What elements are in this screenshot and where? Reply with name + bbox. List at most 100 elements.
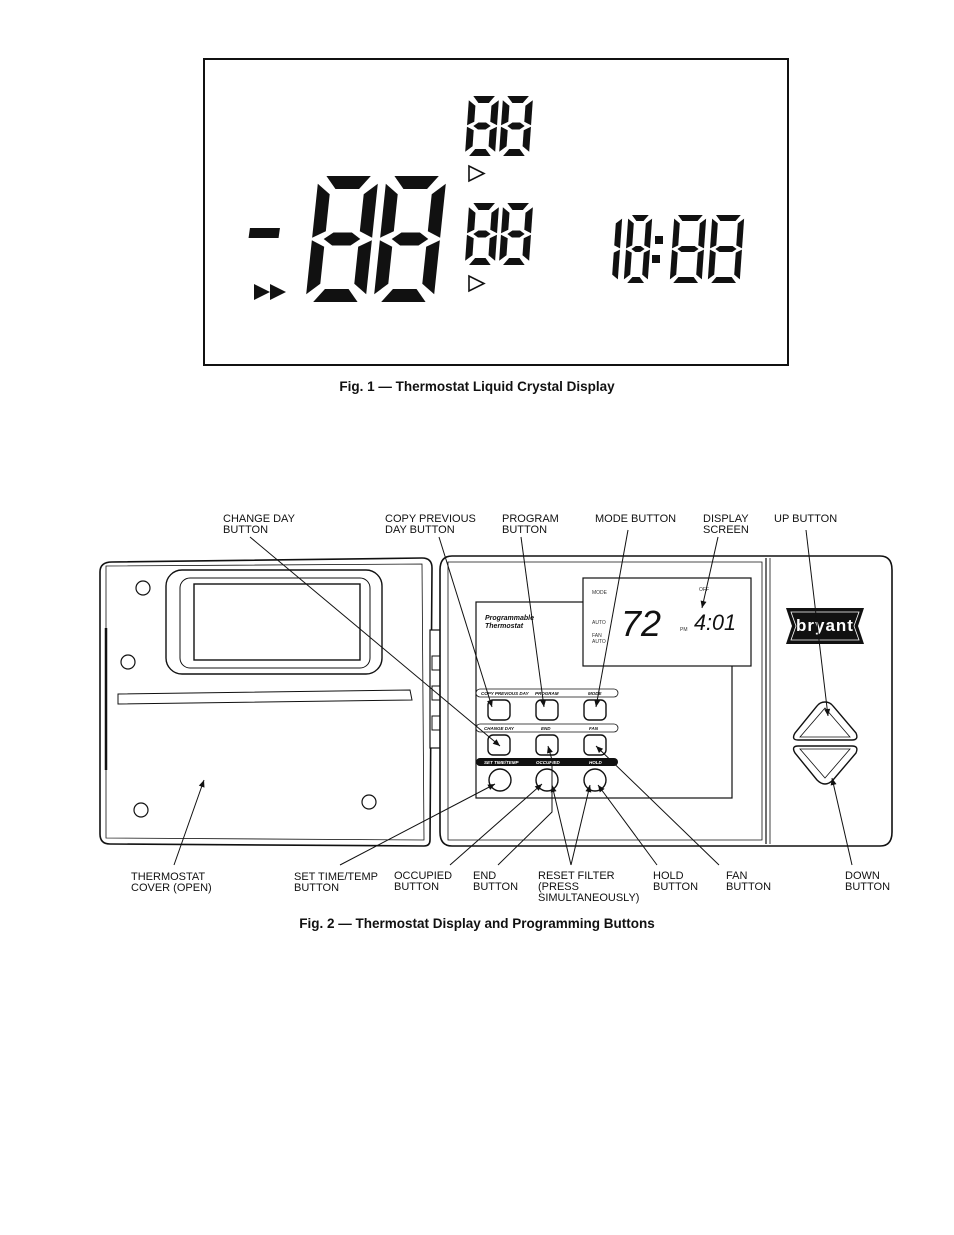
screen-mode-label: MODE bbox=[592, 590, 608, 596]
lcd-segment bbox=[673, 277, 699, 283]
down-button[interactable] bbox=[792, 745, 858, 785]
lcd-segment bbox=[644, 218, 653, 249]
arrowhead bbox=[700, 600, 707, 608]
lcd-segment bbox=[710, 218, 718, 249]
callout-change-day: CHANGE DAY BUTTON bbox=[223, 513, 295, 536]
end-button[interactable] bbox=[535, 734, 559, 756]
lcd-segment bbox=[503, 149, 525, 156]
lcd-minus-sign bbox=[248, 228, 280, 238]
arrowhead bbox=[824, 708, 831, 716]
copy-previous-day-button[interactable] bbox=[487, 699, 511, 721]
up-button[interactable] bbox=[792, 701, 858, 741]
cover-screw-hole bbox=[361, 794, 377, 810]
leader-lines bbox=[173, 529, 853, 866]
lcd-segment bbox=[490, 100, 499, 126]
screen-auto-label: AUTO bbox=[592, 620, 606, 626]
lcd-segment bbox=[627, 277, 645, 283]
lcd-segment bbox=[490, 207, 499, 234]
lcd-segment bbox=[488, 126, 497, 152]
callout-mode: MODE BUTTON bbox=[595, 513, 677, 525]
lcd-segment bbox=[623, 249, 632, 280]
screen-fan-label: FAN bbox=[592, 633, 602, 639]
bryant-logo: bryant bbox=[786, 608, 864, 644]
arrowhead bbox=[540, 699, 547, 707]
lcd-segment bbox=[696, 249, 704, 280]
thermostat-figure: MODE OFF AUTO FAN AUTO 72 PM 4:01 Progra… bbox=[99, 529, 893, 866]
lcd-segment bbox=[677, 246, 699, 252]
lcd-figure bbox=[203, 58, 789, 366]
callout-occupied: OCCUPIED BUTTON bbox=[394, 870, 453, 893]
hold-button[interactable] bbox=[583, 768, 607, 792]
brand-name: bryant bbox=[796, 616, 854, 635]
lcd-segment bbox=[469, 258, 491, 265]
screen-time: 4:01 bbox=[694, 610, 736, 635]
lcd-segment bbox=[614, 218, 623, 249]
panel-label-change-day: CHANGE DAY bbox=[484, 726, 515, 731]
lcd-segment bbox=[374, 240, 393, 295]
callout-set-time-temp: SET TIME/TEMP BUTTON bbox=[294, 871, 378, 894]
set-time-temp-button[interactable] bbox=[488, 768, 512, 792]
lcd-segment bbox=[715, 215, 741, 221]
lcd-segment bbox=[522, 234, 531, 261]
lcd-arrow-indicator-bottom bbox=[468, 274, 486, 293]
lcd-segment bbox=[612, 249, 620, 280]
arrowhead bbox=[547, 746, 553, 754]
lcd-segment bbox=[698, 218, 707, 249]
lcd-segment bbox=[524, 100, 533, 126]
arrowhead bbox=[830, 778, 837, 786]
fig2-caption: Fig. 2 — Thermostat Display and Programm… bbox=[299, 916, 655, 931]
panel-label-set-time-temp: SET TIME/TEMP bbox=[484, 760, 520, 765]
arrowhead bbox=[487, 699, 493, 707]
panel-label-hold: HOLD bbox=[589, 760, 602, 765]
arrowhead bbox=[492, 739, 500, 746]
lcd-segment bbox=[524, 207, 533, 234]
lcd-segment bbox=[473, 230, 491, 238]
screen-fan-auto-label: AUTO bbox=[592, 639, 606, 645]
lcd-segment bbox=[734, 249, 742, 280]
lcd-clock-colon-bottom bbox=[652, 255, 660, 263]
lcd-segment bbox=[394, 176, 439, 189]
lcd-segment bbox=[306, 240, 325, 295]
lcd-segment bbox=[672, 218, 680, 249]
lcd-segment bbox=[501, 100, 510, 126]
lcd-large-digits bbox=[306, 176, 446, 302]
lcd-segment bbox=[465, 234, 474, 261]
lcd-clock-colon-top bbox=[655, 236, 663, 244]
lcd-segment bbox=[707, 249, 716, 280]
arrowheads bbox=[198, 600, 837, 793]
program-button[interactable] bbox=[535, 699, 559, 721]
lcd-segment bbox=[467, 100, 476, 126]
lcd-top-digits bbox=[465, 96, 533, 156]
lcd-segment bbox=[473, 122, 491, 130]
arrowhead bbox=[596, 746, 604, 754]
lcd-fast-forward-icon bbox=[254, 284, 270, 300]
lcd-segment bbox=[669, 249, 678, 280]
panel-label-fan: FAN bbox=[589, 726, 599, 731]
lcd-segment bbox=[427, 183, 446, 238]
callout-hold: HOLD BUTTON bbox=[653, 870, 699, 893]
callout-reset-filter: RESET FILTER (PRESS SIMULTANEOUSLY) bbox=[538, 870, 640, 904]
lcd-clock-digits bbox=[612, 215, 745, 283]
callout-end: END BUTTON bbox=[473, 870, 519, 893]
arrowhead bbox=[487, 784, 495, 790]
arrowhead bbox=[598, 785, 605, 793]
callout-cover: THERMOSTAT COVER (OPEN) bbox=[131, 871, 212, 894]
product-name-line1: Programmable bbox=[485, 615, 534, 622]
lcd-segment bbox=[507, 96, 529, 103]
lcd-segment bbox=[642, 249, 650, 280]
lcd-segment bbox=[736, 218, 745, 249]
screen-pm-label: PM bbox=[680, 627, 688, 633]
product-name-line2: Thermostat bbox=[485, 623, 524, 630]
cover-screw-hole bbox=[133, 802, 149, 818]
lcd-segment bbox=[323, 232, 361, 246]
callout-copy-previous-day: COPY PREVIOUS DAY BUTTON bbox=[385, 513, 476, 536]
panel-label-copy-previous-day: COPY PREVIOUS DAY bbox=[481, 691, 530, 696]
cover-window-glass bbox=[193, 583, 361, 661]
lcd-segment bbox=[354, 240, 372, 295]
mode-button[interactable] bbox=[583, 699, 607, 721]
lcd-segment bbox=[507, 230, 525, 238]
callout-up: UP BUTTON bbox=[774, 513, 838, 525]
lcd-segment bbox=[381, 289, 426, 302]
lcd-segment bbox=[499, 126, 508, 152]
lcd-segment bbox=[380, 183, 398, 238]
